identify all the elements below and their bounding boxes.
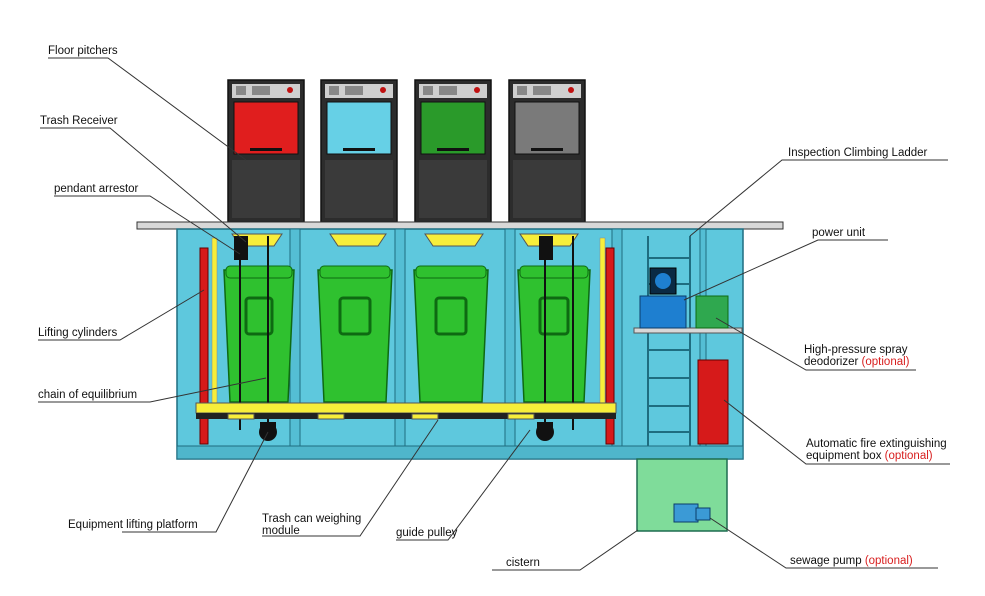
trash-bin-1 [223,265,295,403]
label-weighing-line2: module [262,525,300,537]
floor-pitchers [227,79,586,223]
label-sewage-pump: sewage pump (optional) [790,555,913,567]
trash-receivers [211,233,606,405]
label-inspection-ladder: Inspection Climbing Ladder [788,147,928,159]
lifting-cylinders [199,247,615,445]
floor-pitcher-red [227,79,305,223]
label-floor-pitchers: Floor pitchers [48,45,118,57]
label-cistern: cistern [506,557,540,569]
optional-tag: (optional) [865,555,913,567]
spray-deodorizer [695,295,729,329]
inspection-ladder [647,236,691,446]
label-trash-receiver: Trash Receiver [40,115,118,127]
label-equipment-lifting-platform: Equipment lifting platform [68,519,198,531]
label-fire-line2: equipment box (optional) [806,450,933,462]
label-power-unit: power unit [812,227,866,239]
equipment-shelf [633,327,743,334]
label-pendant-arrestor: pendant arrestor [54,183,139,195]
label-chain-of-equilibrium: chain of equilibrium [38,389,137,401]
optional-tag: (optional) [862,356,910,368]
label-lifting-cylinders: Lifting cylinders [38,327,118,339]
pendant-arrestors [234,236,553,260]
trash-bin-3 [413,265,489,403]
labels: Floor pitchers Trash Receiver pendant ar… [38,45,947,569]
sewage-pump [673,503,711,523]
floor-pitcher-cyan [320,79,398,223]
lifting-platform [195,402,617,420]
label-weighing-line1: Trash can weighing [262,513,361,525]
label-fire-line1: Automatic fire extinguishing [806,438,947,450]
label-spray-line1: High-pressure spray [804,344,908,356]
trash-bins [223,265,591,403]
chains [239,236,574,430]
label-spray-line2: deodorizer (optional) [804,356,910,368]
trash-bin-4 [517,265,591,403]
optional-tag: (optional) [885,450,933,462]
leader-lines [38,57,950,571]
trash-bin-2 [317,265,393,403]
floor-pitcher-gray [508,79,586,223]
guide-pulleys [259,422,554,441]
floor-pitcher-green [414,79,492,223]
top-deck [136,221,784,230]
power-unit [639,267,687,329]
fire-equipment-box [697,359,729,445]
label-guide-pulley: guide pulley [396,527,458,539]
